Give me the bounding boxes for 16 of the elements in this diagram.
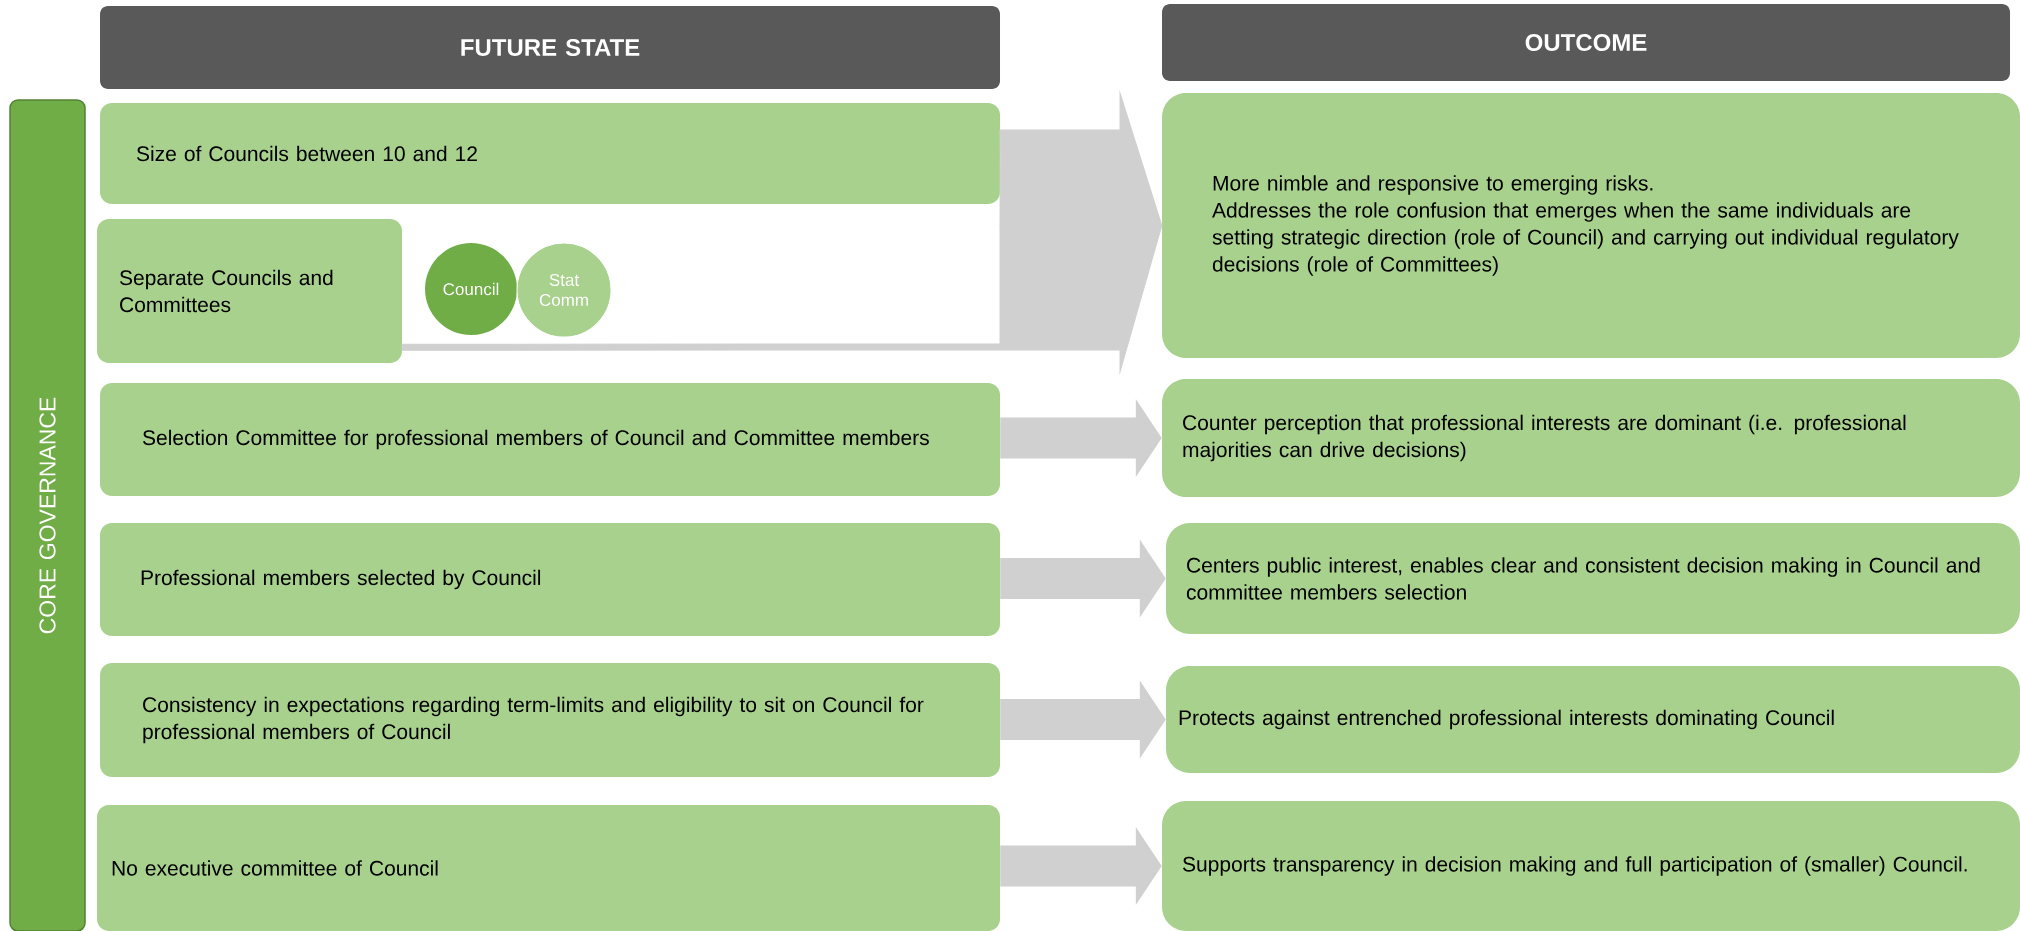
side-band: CORE GOVERNANCE	[9, 99, 86, 931]
statement-box: Size of Councils between 10 and 12	[100, 103, 1000, 204]
outcome-box: Protects against entrenched professional interests dominating Council	[1166, 666, 2020, 773]
statement-box: Professional members selected by Council	[100, 523, 1000, 636]
outcome-box: Counter perception that professional interests are dominant (i.e. professional majorities can drive decisions)	[1162, 379, 2020, 497]
header-bar: FUTURE STATE	[100, 6, 1000, 89]
statement-box: Separate Councils and Committees	[97, 219, 402, 363]
block-arrow	[401, 225, 1163, 373]
outcome-box: More nimble and responsive to emerging risks. Addresses the role confusion that emerges when the same individuals are setting strategic direction (role of Council) and carrying out individual regulatory decisions (role of Committees)	[1162, 93, 2020, 358]
outcome-box: Centers public interest, enables clear and consistent decision making in Council and committee members selection	[1166, 523, 2020, 634]
statement-box: Consistency in expectations regarding term-limits and eligibility to sit on Council for professional members of Council	[100, 663, 1000, 777]
outcome-box: Supports transparency in decision making and full participation of (smaller) Council.	[1162, 801, 2020, 931]
statement-box: No executive committee of Council	[97, 805, 1000, 931]
block-arrow	[999, 92, 1163, 226]
header-bar: OUTCOME	[1162, 4, 2010, 81]
statement-box: Selection Committee for professional members of Council and Committee members	[100, 383, 1000, 496]
